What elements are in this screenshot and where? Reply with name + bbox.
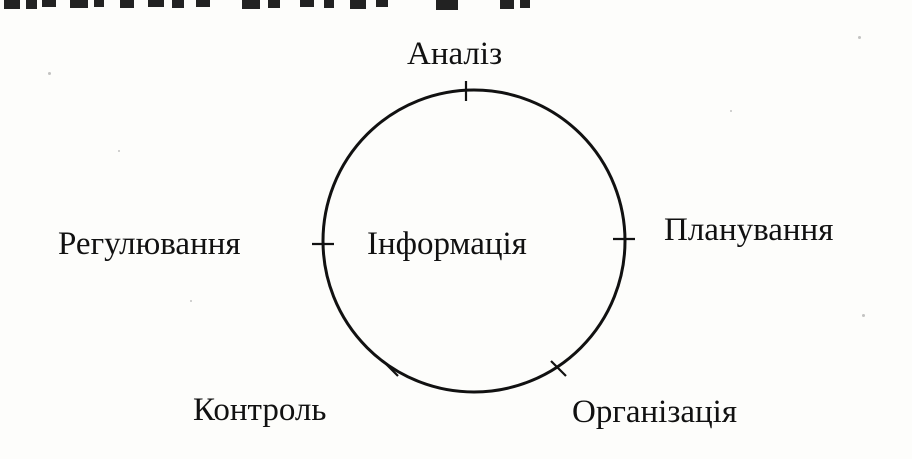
stage-label-control: Контроль	[193, 392, 327, 428]
tick-organization	[550, 360, 567, 377]
center-label: Інформація	[367, 226, 527, 262]
tick-control	[382, 360, 399, 377]
scan-speck	[190, 300, 192, 302]
stage-label-planning: Планування	[664, 212, 834, 248]
stage-label-analysis: Аналіз	[407, 36, 503, 72]
stage-label-regulation: Регулювання	[58, 226, 241, 262]
stage-label-organization: Організація	[572, 394, 738, 430]
clipped-text-fragment	[0, 0, 912, 14]
scan-speck	[730, 110, 732, 112]
scan-speck	[48, 72, 51, 75]
scan-speck	[862, 314, 865, 317]
cycle-circle	[321, 88, 627, 394]
scan-speck	[858, 36, 861, 39]
scan-speck	[118, 150, 120, 152]
